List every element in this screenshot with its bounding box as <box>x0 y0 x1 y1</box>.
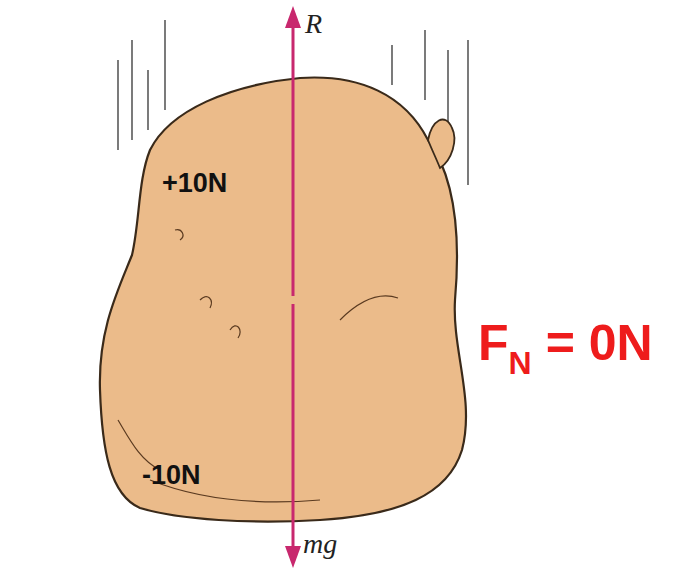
force-label: mg <box>303 530 337 558</box>
bag-tie <box>428 119 454 168</box>
force-label: R <box>305 10 322 38</box>
value-label: -10N <box>142 462 201 489</box>
force-arrow <box>285 6 301 568</box>
bag-body <box>100 78 466 522</box>
value: = 0N <box>546 315 653 371</box>
bag-creases <box>118 230 398 502</box>
subscript: N <box>509 345 532 381</box>
symbol: F <box>478 315 509 371</box>
normal-force-expression: FN= 0N <box>478 318 653 368</box>
value-label: +10N <box>162 170 227 197</box>
